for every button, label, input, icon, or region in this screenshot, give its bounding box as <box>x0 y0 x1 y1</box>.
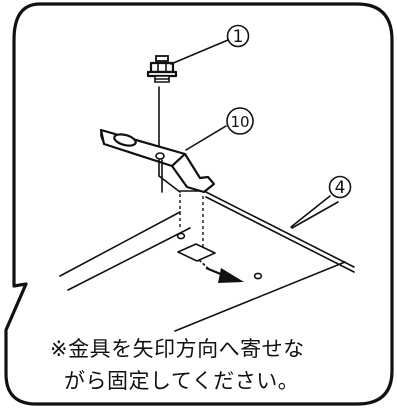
note-line-1: ※金具を矢印方向へ寄せな <box>50 337 305 361</box>
callout-number: 4 <box>335 178 346 198</box>
callout-screw: 1 <box>170 24 250 65</box>
note-line-2: がら固定してください。 <box>64 369 299 393</box>
screw-icon <box>146 55 178 151</box>
callout-bracket: 10 <box>185 107 254 151</box>
callout-number: 1 <box>233 27 244 47</box>
callout-panel: 4 <box>290 175 352 228</box>
direction-arrow-icon <box>198 259 244 283</box>
speech-balloon-frame <box>4 2 394 406</box>
callout-number: 10 <box>230 113 249 131</box>
mounting-bracket-icon <box>99 128 216 248</box>
panel <box>59 190 355 332</box>
